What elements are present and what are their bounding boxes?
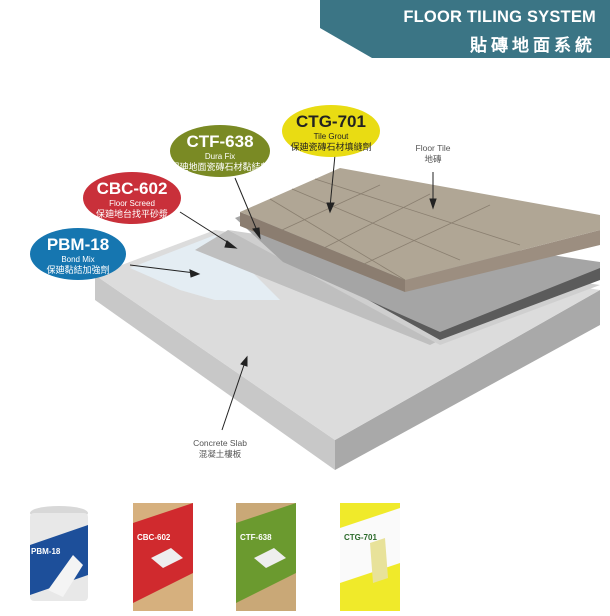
- layer-bubble-ctf-638: CTF-638 Dura Fix 保廸地面瓷磚石材黏結劑: [170, 125, 270, 177]
- tile-surface: [240, 168, 600, 280]
- product-code: CTF-638: [240, 533, 272, 542]
- layer-code: PBM-18: [46, 235, 110, 254]
- floor-system-diagram: [95, 154, 600, 470]
- tile-side-edge: [405, 230, 600, 292]
- layer-code: CTF-638: [186, 132, 254, 151]
- layer-name-zh: 保廸瓷磚石材填縫劑: [290, 142, 372, 152]
- concrete-slab-label: Concrete Slab 混凝土樓板: [185, 438, 255, 460]
- product-image-cbc-602: CBC-602: [133, 503, 193, 611]
- screed-top: [195, 230, 440, 345]
- product-code: CBC-602: [137, 533, 171, 542]
- product-image-ctf-638: CTF-638: [236, 503, 296, 611]
- concrete-slab-text: Concrete Slab: [193, 438, 247, 448]
- concrete-slab-side-left: [95, 275, 335, 470]
- layer-name-zh: 保廸黏結加強劑: [46, 265, 110, 275]
- product-code: PBM-18: [31, 547, 61, 556]
- bond-mix-layer: [130, 235, 280, 300]
- header-banner: FLOOR TILING SYSTEM 貼磚地面系統: [320, 0, 610, 58]
- layer-name: Bond Mix: [61, 255, 95, 264]
- page-subtitle: 貼磚地面系統: [470, 36, 596, 55]
- layer-bubble-cbc-602: CBC-602 Floor Screed 保廸地台找平砂漿: [83, 172, 181, 224]
- concrete-slab-side-right: [335, 290, 600, 470]
- concrete-slab-text-zh: 混凝土樓板: [198, 449, 242, 459]
- layer-name: Floor Screed: [109, 199, 155, 208]
- floor-tile-text-zh: 地磚: [424, 154, 442, 164]
- banner-shape: [320, 0, 610, 58]
- callout-arrows: [129, 154, 437, 431]
- layer-name: Dura Fix: [204, 152, 236, 161]
- layer-code: CBC-602: [96, 179, 168, 198]
- layer-bubble-pbm-18: PBM-18 Bond Mix 保廸黏結加強劑: [30, 228, 126, 280]
- layer-name-zh: 保廸地台找平砂漿: [95, 209, 168, 219]
- floor-tile-text: Floor Tile: [415, 143, 451, 153]
- product-image-pbm-18: PBM-18: [28, 505, 90, 610]
- page-title: FLOOR TILING SYSTEM: [403, 8, 596, 26]
- layer-code: CTG-701: [296, 112, 366, 131]
- product-image-ctg-701: CTG-701: [340, 503, 400, 611]
- floor-tile-label: Floor Tile 地磚: [408, 143, 458, 165]
- product-code: CTG-701: [344, 533, 377, 542]
- layer-bubble-ctg-701: CTG-701 Tile Grout 保廸瓷磚石材填縫劑: [282, 105, 380, 157]
- tile-front-edge: [240, 212, 405, 292]
- layer-name-zh: 保廸地面瓷磚石材黏結劑: [170, 162, 270, 172]
- layer-name: Tile Grout: [313, 132, 349, 141]
